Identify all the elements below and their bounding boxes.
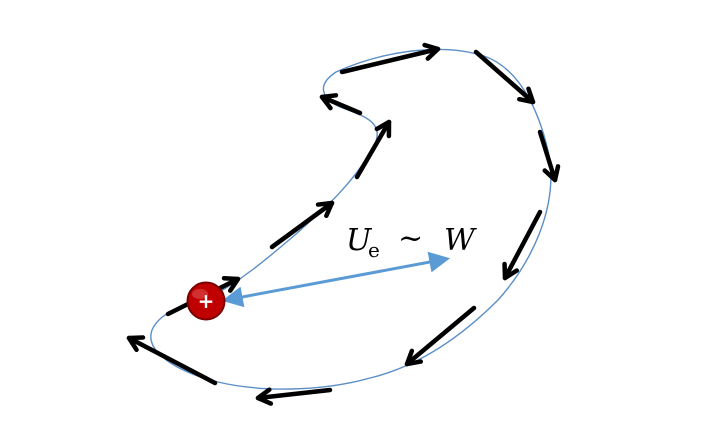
field-arrow-icon — [404, 305, 477, 367]
arrow-head-icon — [517, 86, 536, 105]
field-arrow-icon — [473, 49, 536, 105]
arrow-head-icon — [315, 200, 335, 219]
arrow-head-icon — [374, 119, 392, 139]
arrow-head-icon — [404, 348, 424, 367]
field-arrow-icon — [269, 200, 335, 250]
closed-path — [150, 48, 552, 390]
arrow-head-icon — [542, 164, 561, 183]
field-arrow-icon — [126, 335, 218, 386]
field-arrow-icon — [502, 209, 543, 281]
arrow-head-icon — [255, 387, 274, 406]
energy-work-label: U e ~ W — [346, 221, 477, 262]
label-u: U — [346, 223, 373, 258]
field-arrow-icon — [537, 129, 558, 183]
label-tilde: ~ — [398, 221, 423, 256]
field-arrow-icon — [255, 387, 333, 401]
direction-arrows — [126, 42, 561, 406]
arrow-head-icon — [221, 275, 241, 293]
displacement-arrow — [221, 251, 451, 308]
label-sub-e: e — [368, 238, 380, 262]
field-arrow-icon — [339, 46, 441, 75]
field-arrow-icon — [354, 119, 392, 180]
arrow-head-icon — [126, 335, 146, 353]
arrow-head-icon — [502, 261, 520, 281]
arrow-head-icon — [422, 42, 441, 61]
charge-sign: + — [198, 289, 215, 313]
charge-highlight — [192, 289, 208, 299]
field-arrow-icon — [319, 94, 363, 116]
positive-charge: + — [186, 281, 226, 321]
arrow-head-icon — [319, 93, 339, 111]
label-w: W — [444, 223, 477, 258]
